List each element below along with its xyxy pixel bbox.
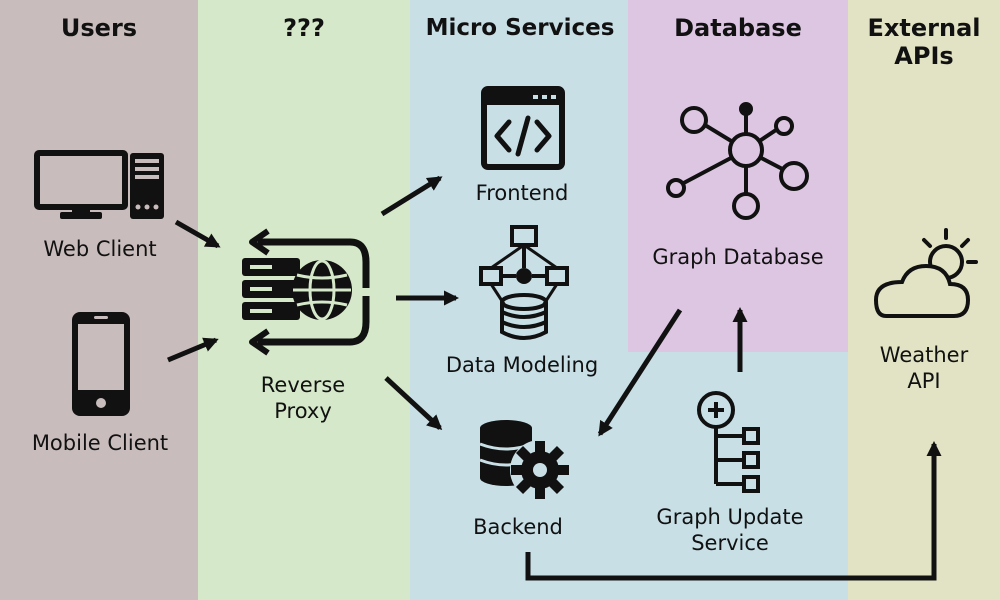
arrow-proxy-to-backend — [384, 376, 443, 431]
reverse-proxy-label: Reverse Proxy — [260, 373, 346, 423]
arrow-proxy-to-frontend — [380, 175, 443, 217]
users-column-title: Users — [60, 14, 138, 42]
proxy-band: ??? — [198, 0, 410, 600]
frontend-label: Frontend — [475, 181, 569, 205]
arrow-backend-to-weather-api — [525, 441, 942, 581]
hierarchy-add-icon — [697, 391, 760, 493]
backend-label: Backend — [473, 515, 563, 539]
mobile-client-label: Mobile Client — [31, 431, 169, 455]
micro-services-column-title: Micro Services — [425, 15, 615, 41]
arrow-graph-db-to-backend — [597, 308, 683, 437]
database-gear-icon — [479, 420, 570, 500]
data-model-icon — [479, 225, 569, 340]
web-client-label: Web Client — [43, 237, 157, 261]
arrow-mobile-to-proxy — [167, 337, 219, 363]
weather-api-label: Weather API — [879, 343, 969, 393]
graph-update-service-label: Graph Update Service — [656, 505, 804, 555]
database-band: Database — [628, 0, 848, 352]
desktop-computer-icon — [34, 150, 164, 219]
graph-network-icon — [666, 102, 809, 220]
external-apis-column-title: External APIs — [867, 14, 981, 70]
proxy-column-title: ??? — [283, 14, 325, 42]
arrow-web-to-proxy — [174, 219, 221, 249]
code-window-icon — [481, 86, 565, 170]
cloud-sun-icon — [873, 228, 978, 318]
smartphone-icon — [72, 312, 130, 416]
graph-database-label: Graph Database — [652, 245, 824, 269]
reverse-proxy-icon — [242, 228, 370, 356]
database-column-title: Database — [674, 14, 802, 42]
data-modeling-label: Data Modeling — [445, 353, 599, 377]
users-band: Users — [0, 0, 198, 600]
